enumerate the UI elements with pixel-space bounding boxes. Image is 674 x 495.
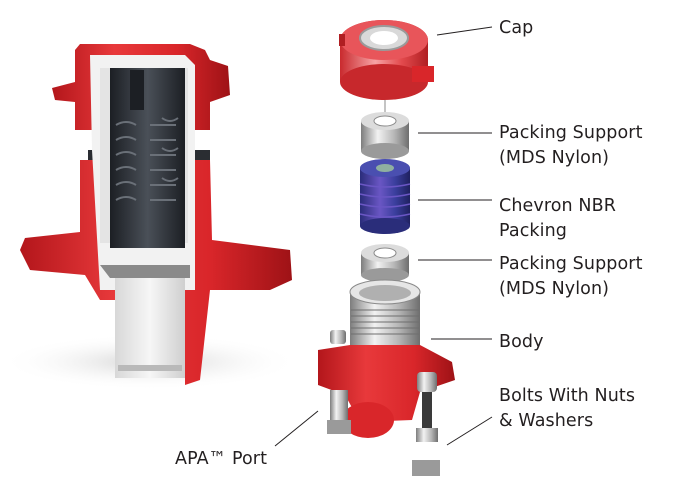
cutaway-view (0, 44, 300, 390)
leader-lines (274, 26, 493, 447)
label-body: Body (499, 330, 544, 355)
packing-support-top-part (361, 112, 409, 159)
exploded-view (318, 20, 455, 476)
label-packing-support-bottom: Packing Support (MDS Nylon) (499, 252, 643, 302)
cap-part (339, 20, 434, 100)
label-packing-support-top-line2: (MDS Nylon) (499, 148, 610, 168)
label-chevron-packing-line1: Chevron NBR (499, 196, 616, 216)
body-part (318, 279, 455, 476)
label-cap-text: Cap (499, 18, 534, 38)
label-packing-support-bottom-line2: (MDS Nylon) (499, 279, 610, 299)
label-packing-support-top-line1: Packing Support (499, 123, 643, 143)
label-bolts: Bolts With Nuts & Washers (499, 384, 635, 434)
label-packing-support-top: Packing Support (MDS Nylon) (499, 121, 643, 171)
label-chevron-packing: Chevron NBR Packing (499, 194, 616, 244)
label-chevron-packing-line2: Packing (499, 221, 568, 241)
chevron-packing-part (359, 159, 411, 234)
label-body-text: Body (499, 332, 544, 352)
label-apa-port-text: APA™ Port (175, 449, 268, 469)
packing-support-bottom-part (361, 244, 409, 282)
label-packing-support-bottom-line1: Packing Support (499, 254, 643, 274)
label-bolts-line1: Bolts With Nuts (499, 386, 636, 406)
label-apa-port: APA™ Port (175, 447, 267, 472)
label-cap: Cap (499, 16, 533, 41)
label-bolts-line2: & Washers (499, 411, 594, 431)
